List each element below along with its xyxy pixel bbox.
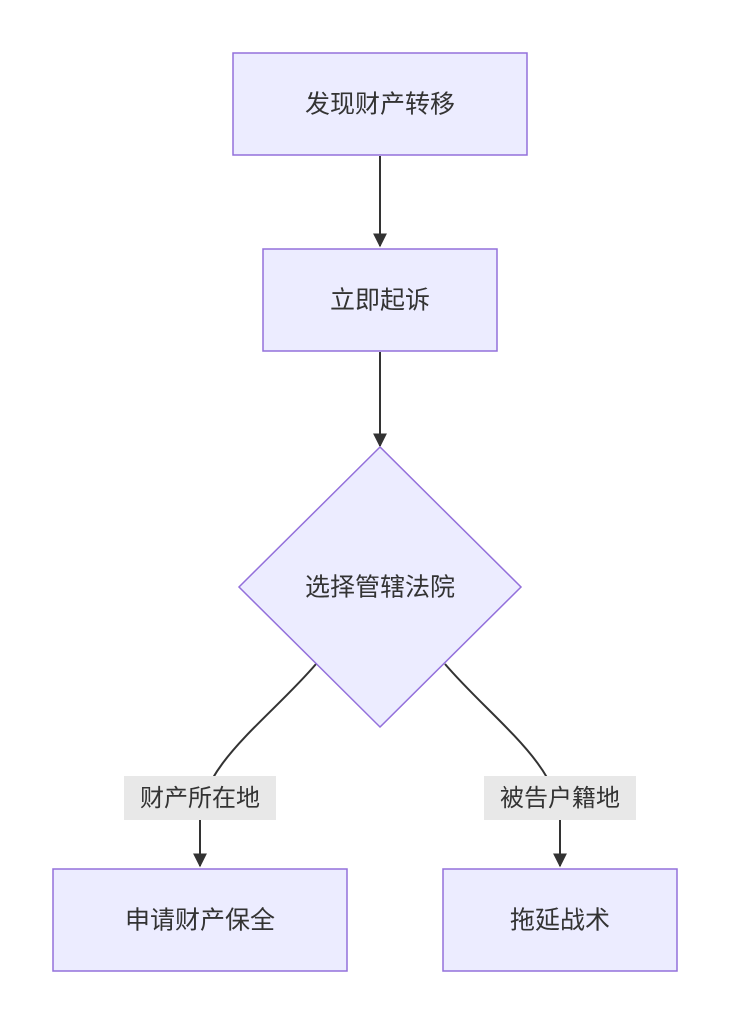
node-sue-immediately: 立即起诉	[262, 248, 498, 352]
edge-label-defendant-domicile-text: 被告户籍地	[500, 784, 620, 812]
node-choose-court: 选择管辖法院	[237, 445, 523, 729]
node-apply-property-preservation: 申请财产保全	[52, 868, 348, 972]
node-discover-asset-transfer: 发现财产转移	[232, 52, 528, 156]
node-court-label: 选择管辖法院	[305, 573, 455, 602]
edge-court-to-preserve	[193, 663, 317, 868]
node-preserve-label: 申请财产保全	[125, 906, 275, 935]
node-discover-label: 发现财产转移	[305, 90, 455, 119]
edge-label-property-location: 财产所在地	[124, 776, 276, 820]
edge-court-to-delay	[444, 663, 567, 868]
edge-label-property-location-text: 财产所在地	[140, 784, 260, 812]
node-sue-label: 立即起诉	[330, 286, 430, 315]
node-delay-tactics: 拖延战术	[442, 868, 678, 972]
node-delay-label: 拖延战术	[510, 906, 610, 935]
edge-label-defendant-domicile: 被告户籍地	[484, 776, 636, 820]
